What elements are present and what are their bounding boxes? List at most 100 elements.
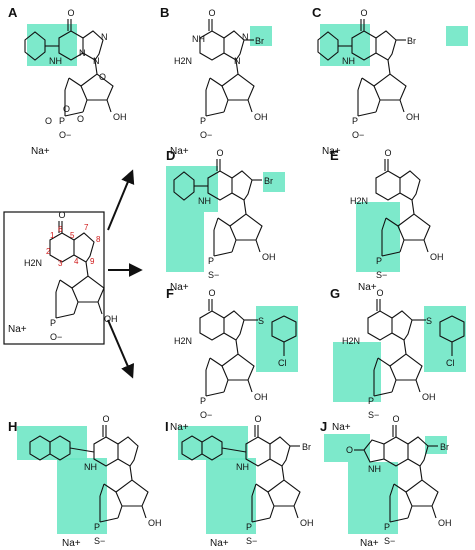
- svg-text:O: O: [216, 148, 223, 158]
- highlight-d-thiophosphate: [166, 212, 204, 272]
- svg-text:OH: OH: [104, 314, 118, 324]
- structure-h: O NH OH P S− Na+: [29, 414, 162, 549]
- svg-text:9: 9: [90, 257, 95, 266]
- counter-ion-f: Na+: [170, 422, 189, 433]
- counter-ion-b: Na+: [170, 146, 189, 157]
- highlight-i-naphthyl: [178, 426, 248, 460]
- svg-text:H2N: H2N: [350, 196, 368, 206]
- svg-text:OH: OH: [422, 392, 436, 402]
- highlight-d-bromo: [263, 172, 285, 192]
- svg-text:P: P: [368, 396, 374, 406]
- svg-text:O−: O−: [50, 332, 62, 342]
- counter-ion-g: Na+: [332, 422, 351, 433]
- svg-text:O: O: [376, 288, 383, 298]
- panel-labels: A B C D E F G H I J: [8, 5, 340, 434]
- svg-text:H2N: H2N: [342, 336, 360, 346]
- panel-label-h: H: [8, 419, 17, 434]
- svg-text:O: O: [384, 148, 391, 158]
- svg-text:O: O: [208, 8, 215, 18]
- svg-text:OH: OH: [438, 518, 452, 528]
- svg-text:NH: NH: [368, 464, 381, 474]
- svg-text:8: 8: [96, 235, 101, 244]
- svg-text:O: O: [67, 8, 74, 18]
- svg-text:OH: OH: [148, 518, 162, 528]
- svg-text:S−: S−: [376, 270, 387, 280]
- svg-text:N: N: [93, 56, 100, 66]
- svg-text:5: 5: [70, 231, 75, 240]
- svg-text:P: P: [94, 522, 100, 532]
- panel-label-f: F: [166, 286, 174, 301]
- svg-text:S: S: [426, 316, 432, 326]
- svg-text:N: N: [101, 32, 108, 42]
- svg-text:O: O: [45, 116, 52, 126]
- panel-label-b: B: [160, 5, 169, 20]
- svg-text:P: P: [384, 522, 390, 532]
- panel-label-i: I: [165, 419, 169, 434]
- svg-text:Cl: Cl: [446, 358, 455, 368]
- svg-text:O: O: [392, 414, 399, 424]
- counter-ion-i: Na+: [210, 538, 229, 549]
- svg-text:S−: S−: [208, 270, 219, 280]
- structure-i: O NH Br OH P S− Na+: [181, 414, 314, 549]
- arrow-down: [107, 319, 135, 379]
- highlight-c-bromo: [446, 26, 468, 46]
- svg-text:S−: S−: [384, 536, 395, 546]
- structure-b: O NH H2N N N Br OH P O− Na+: [170, 8, 268, 157]
- highlight-j-bromo: [425, 436, 447, 454]
- svg-text:H2N: H2N: [174, 336, 192, 346]
- reaction-arrows: [107, 169, 143, 379]
- svg-text:O−: O−: [200, 410, 212, 420]
- highlight-i-thiophosphate: [206, 458, 256, 534]
- structure-j: O O NH Br OH P S− Na+: [346, 414, 452, 549]
- structure-a: O NH N N N O O O OH O P O− Na+: [24, 8, 127, 157]
- svg-text:S−: S−: [94, 536, 105, 546]
- structure-g: O H2N S Cl OH P S− Na+: [332, 288, 465, 433]
- svg-text:O: O: [63, 104, 70, 114]
- arrow-up: [107, 169, 135, 231]
- svg-text:Br: Br: [264, 176, 273, 186]
- svg-text:O: O: [346, 445, 353, 455]
- svg-text:P: P: [246, 522, 252, 532]
- svg-text:P: P: [50, 318, 56, 328]
- svg-text:P: P: [200, 116, 206, 126]
- svg-text:P: P: [376, 256, 382, 266]
- svg-text:OH: OH: [406, 112, 420, 122]
- highlight-j-pyrrolidinone: [324, 434, 370, 462]
- panel-label-e: E: [330, 148, 339, 163]
- svg-text:O: O: [58, 210, 65, 220]
- counter-ion-d: Na+: [170, 282, 189, 293]
- svg-text:P: P: [200, 396, 206, 406]
- center-structure-frame: [3, 211, 105, 345]
- svg-text:P: P: [352, 116, 358, 126]
- svg-text:3: 3: [58, 259, 63, 268]
- svg-text:O: O: [254, 414, 261, 424]
- svg-text:O−: O−: [200, 130, 212, 140]
- svg-text:NH: NH: [192, 34, 205, 44]
- svg-text:NH: NH: [198, 196, 211, 206]
- counter-ion-c: Na+: [322, 146, 341, 157]
- highlight-h-naphthyl: [17, 426, 87, 460]
- panel-label-g: G: [330, 286, 340, 301]
- svg-text:OH: OH: [254, 112, 268, 122]
- svg-text:S−: S−: [368, 410, 379, 420]
- svg-text:OH: OH: [430, 252, 444, 262]
- svg-text:2: 2: [46, 247, 51, 256]
- svg-text:P: P: [208, 256, 214, 266]
- panel-label-c: C: [312, 5, 322, 20]
- svg-text:O−: O−: [352, 130, 364, 140]
- svg-text:NH: NH: [236, 462, 249, 472]
- svg-text:NH: NH: [342, 56, 355, 66]
- svg-text:OH: OH: [113, 112, 127, 122]
- svg-text:O: O: [77, 114, 84, 124]
- highlight-e-thiophosphate: [356, 202, 400, 272]
- svg-text:S−: S−: [246, 536, 257, 546]
- highlight-g-thiophosphate: [333, 342, 381, 402]
- counter-ion-center: Na+: [8, 324, 27, 335]
- svg-text:Br: Br: [407, 36, 416, 46]
- highlight-b-bromo: [250, 26, 272, 46]
- structure-d: O NH Br OH P S− Na+: [170, 148, 276, 293]
- svg-text:6: 6: [58, 225, 63, 234]
- svg-text:N: N: [242, 32, 249, 42]
- svg-text:P: P: [59, 116, 65, 126]
- svg-text:4: 4: [74, 257, 79, 266]
